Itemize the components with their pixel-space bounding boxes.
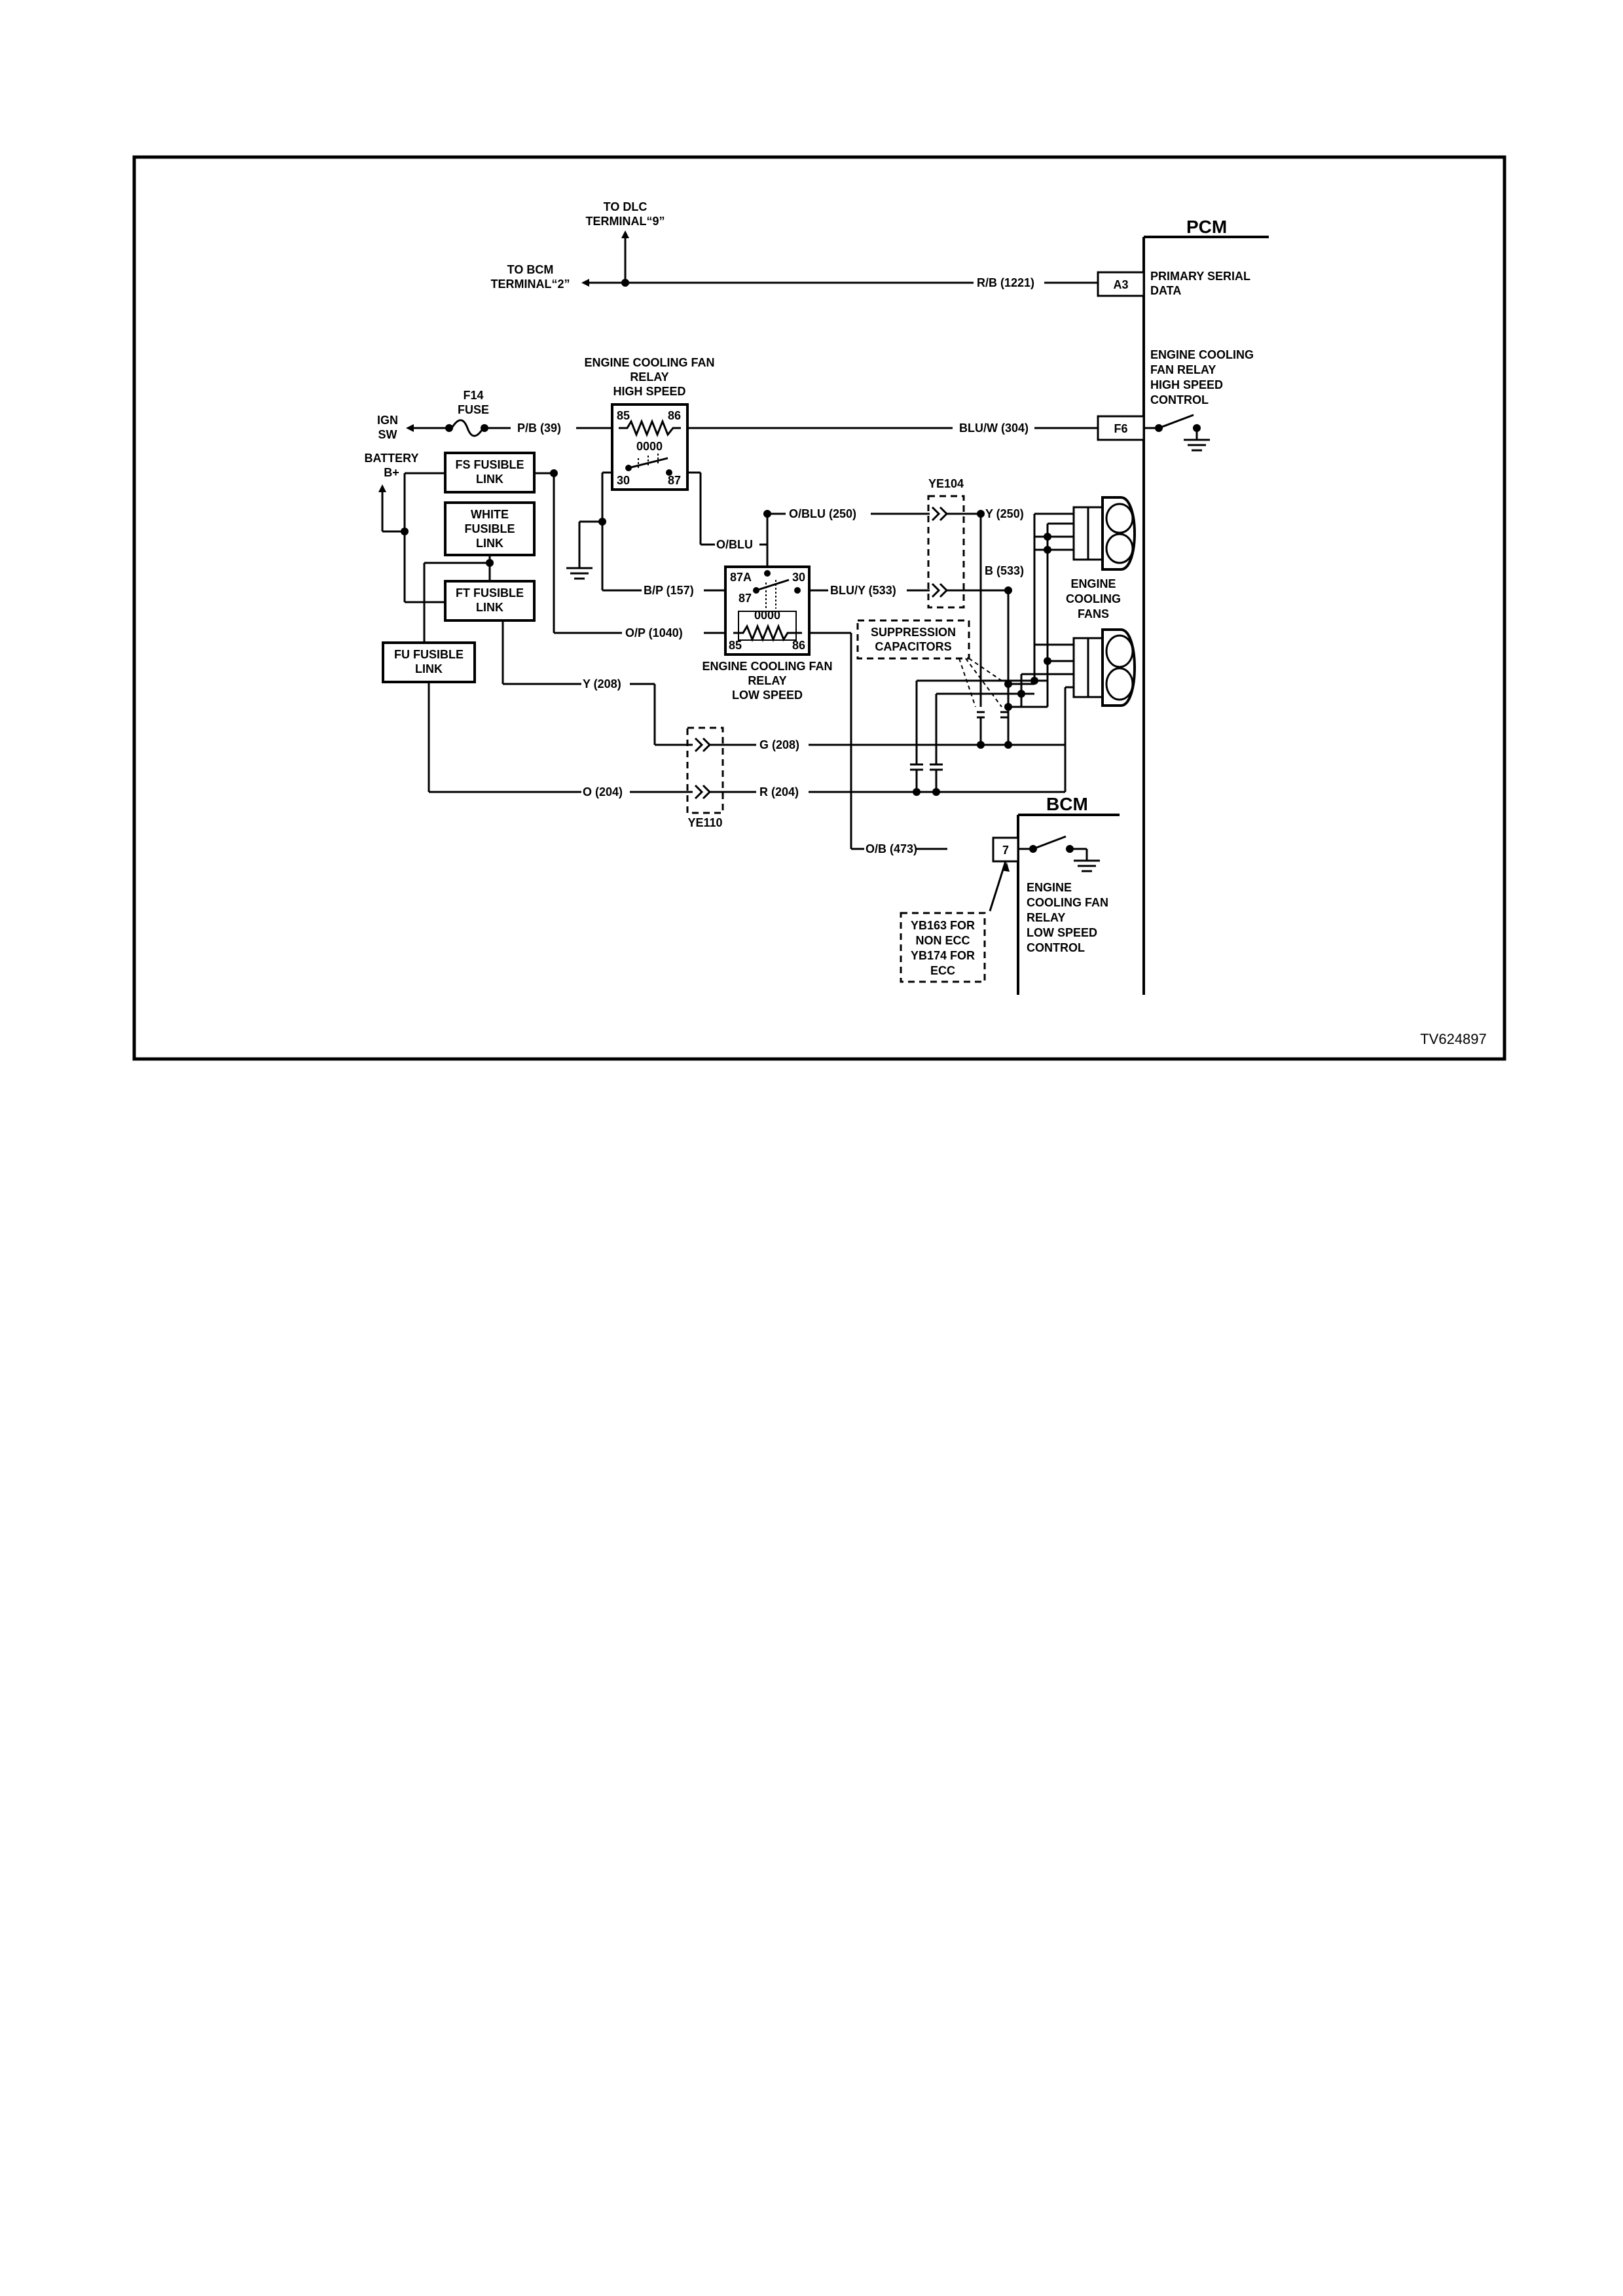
svg-text:YE104: YE104 — [928, 477, 964, 490]
figure-id: TV624897 — [1420, 1031, 1487, 1047]
svg-text:HIGH SPEED: HIGH SPEED — [1150, 378, 1223, 391]
svg-text:COOLING FAN: COOLING FAN — [1027, 896, 1108, 909]
wire-oblu-250: O/BLU (250) — [789, 507, 856, 520]
wire-pb-39: P/B (39) — [517, 422, 561, 435]
svg-text:ENGINE COOLING FAN: ENGINE COOLING FAN — [702, 660, 832, 673]
battery-label: BATTERY — [365, 452, 419, 465]
svg-text:87: 87 — [668, 474, 681, 487]
serial-data-circuit: TO DLC TERMINAL“9” TO BCM TERMINAL“2” R/… — [491, 200, 1251, 297]
svg-text:LINK: LINK — [415, 662, 443, 675]
svg-text:RELAY: RELAY — [748, 674, 786, 687]
svg-text:LOW SPEED: LOW SPEED — [1027, 926, 1097, 939]
svg-text:86: 86 — [792, 639, 805, 652]
svg-text:FUSIBLE: FUSIBLE — [464, 522, 515, 535]
svg-text:YB163 FOR: YB163 FOR — [911, 919, 975, 932]
svg-text:85: 85 — [617, 409, 630, 422]
bcm-label: BCM — [1046, 794, 1088, 814]
svg-text:0000: 0000 — [636, 440, 663, 453]
svg-text:FS FUSIBLE: FS FUSIBLE — [455, 458, 524, 471]
svg-text:LINK: LINK — [476, 537, 503, 550]
diagram-frame — [132, 155, 1506, 1061]
svg-text:ECC: ECC — [930, 964, 955, 977]
svg-text:YE110: YE110 — [687, 816, 722, 829]
svg-text:87: 87 — [739, 592, 752, 605]
to-bcm-terminal-label: TERMINAL“2” — [491, 278, 570, 291]
svg-text:CONTROL: CONTROL — [1150, 393, 1209, 406]
to-dlc-label: TO DLC — [604, 200, 647, 213]
svg-text:30: 30 — [617, 474, 630, 487]
yb-connector-note: YB163 FOR NON ECC YB174 FOR ECC — [900, 912, 986, 983]
wire-r-204: R (204) — [759, 785, 799, 798]
relay-high-speed: ENGINE COOLING FAN RELAY HIGH SPEED 85 8… — [566, 356, 1098, 597]
ign-label: IGN — [377, 414, 398, 427]
ignition-circuit: IGN SW F14 FUSE P/B (39) — [377, 389, 612, 441]
svg-text:HIGH SPEED: HIGH SPEED — [613, 385, 685, 398]
svg-text:WHITE: WHITE — [471, 508, 509, 521]
bcm-module: BCM 7 ENGINE COOLING FAN RELAY LOW SPEED… — [989, 794, 1120, 995]
b-plus-label: B+ — [384, 466, 399, 479]
svg-text:LINK: LINK — [476, 601, 503, 614]
to-bcm-label: TO BCM — [507, 263, 554, 276]
bcm-pin-7: 7 — [1002, 844, 1009, 857]
wire-rb-1221: R/B (1221) — [977, 276, 1034, 289]
svg-text:YB174 FOR: YB174 FOR — [911, 949, 975, 962]
svg-text:CAPACITORS: CAPACITORS — [875, 640, 951, 653]
sw-label: SW — [378, 428, 397, 441]
svg-text:85: 85 — [729, 639, 742, 652]
pcm-label: PCM — [1186, 217, 1227, 237]
svg-text:30: 30 — [792, 571, 805, 584]
battery-feed: BATTERY B+ FS FUSIBLE LINK O/P (1040) WH… — [365, 452, 725, 798]
primary-serial-label: PRIMARY SERIAL — [1150, 270, 1250, 283]
pcm-module: PCM — [1142, 217, 1269, 995]
svg-text:COOLING: COOLING — [1066, 592, 1121, 605]
wire-o-204: O (204) — [583, 785, 623, 798]
f14-label: F14 — [463, 389, 483, 402]
svg-text:FANS: FANS — [1078, 607, 1109, 620]
wire-g-208: G (208) — [759, 738, 799, 751]
fuse-label: FUSE — [458, 403, 489, 416]
svg-text:LINK: LINK — [476, 473, 503, 486]
svg-text:86: 86 — [668, 409, 681, 422]
wire-oblu: O/BLU — [716, 538, 753, 551]
wire-ob-473: O/B (473) — [866, 842, 917, 855]
svg-text:LOW SPEED: LOW SPEED — [732, 689, 803, 702]
pcm-pin-f6: F6 — [1114, 422, 1127, 435]
svg-text:NON ECC: NON ECC — [915, 934, 970, 947]
svg-text:FAN RELAY: FAN RELAY — [1150, 363, 1216, 376]
pcm-pin-a3: A3 — [1113, 278, 1128, 291]
svg-text:ENGINE: ENGINE — [1027, 881, 1072, 894]
relay-low-speed: 87A 30 87 85 86 0000 ENGINE COOLING FAN … — [702, 565, 947, 855]
pcm-high-speed-control: ENGINE COOLING FAN RELAY HIGH SPEED CONT… — [1097, 348, 1254, 452]
connector-ye104: YE104 Y (250) B (533) — [927, 477, 1077, 749]
wire-bp-157: B/P (157) — [644, 584, 694, 597]
wire-bluw-304: BLU/W (304) — [959, 422, 1029, 435]
svg-text:ENGINE COOLING: ENGINE COOLING — [1150, 348, 1254, 361]
wire-y-250: Y (250) — [985, 507, 1024, 520]
svg-text:RELAY: RELAY — [630, 370, 668, 384]
wire-b-533: B (533) — [985, 564, 1024, 577]
wire-op-1040: O/P (1040) — [625, 626, 683, 639]
svg-text:ENGINE: ENGINE — [1070, 577, 1116, 590]
svg-text:FT FUSIBLE: FT FUSIBLE — [456, 586, 524, 600]
to-dlc-terminal-label: TERMINAL“9” — [586, 215, 665, 228]
svg-text:87A: 87A — [730, 571, 752, 584]
data-label: DATA — [1150, 284, 1181, 297]
svg-text:SUPPRESSION: SUPPRESSION — [871, 626, 956, 639]
svg-text:ENGINE COOLING FAN: ENGINE COOLING FAN — [584, 356, 714, 369]
svg-text:RELAY: RELAY — [1027, 911, 1065, 924]
suppression-capacitors: SUPPRESSION CAPACITORS — [856, 619, 1048, 796]
wire-y-208: Y (208) — [583, 677, 621, 691]
engine-cooling-fans: ENGINE COOLING FANS — [1017, 496, 1136, 792]
svg-text:FU FUSIBLE: FU FUSIBLE — [394, 648, 464, 661]
wire-bluy-533: BLU/Y (533) — [830, 584, 896, 597]
svg-text:CONTROL: CONTROL — [1027, 941, 1085, 954]
